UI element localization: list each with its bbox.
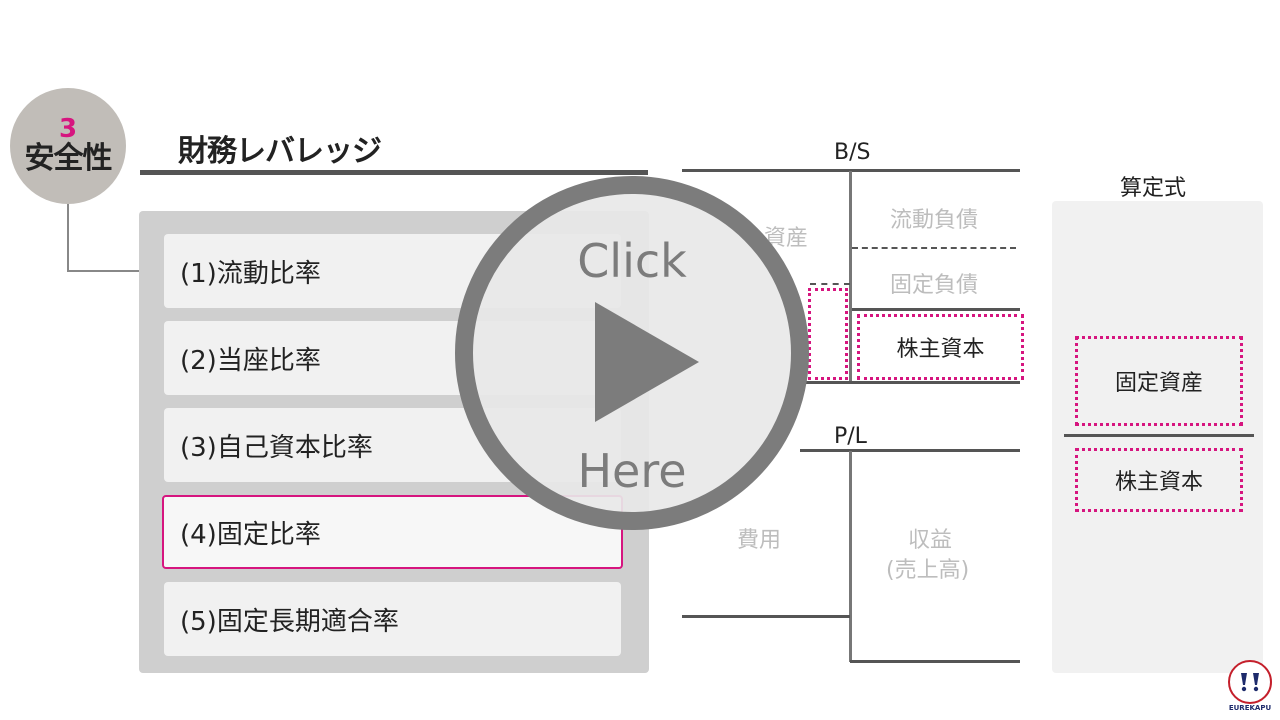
formula-denominator-box: 株主資本 (1075, 448, 1243, 512)
logo-icon (1241, 673, 1259, 692)
pl-heading: P/L (834, 424, 867, 449)
logo-text: EUREKAPU (1228, 704, 1272, 712)
formula-fraction-bar (1064, 434, 1254, 437)
bs-equity-box: 株主資本 (857, 314, 1024, 380)
bs-dashed-separator (810, 283, 850, 285)
section-number: 3 (58, 114, 78, 144)
menu-item-label: (5)固定長期適合率 (180, 606, 399, 637)
bs-fixed-assets-highlight (808, 288, 848, 380)
bs-equity-label: 株主資本 (896, 337, 985, 362)
bs-top-line (682, 169, 1020, 172)
play-here-text: Here (577, 444, 687, 498)
formula-panel (1052, 201, 1263, 673)
pl-bottom-line (850, 660, 1020, 663)
formula-heading: 算定式 (1120, 176, 1187, 201)
formula-numerator-box: 固定資産 (1075, 336, 1243, 426)
play-button[interactable]: Click Here (455, 176, 809, 530)
connector-line (67, 204, 69, 272)
pl-revenue-sub: (売上高) (886, 558, 970, 583)
connector-line (67, 270, 141, 272)
play-click-text: Click (577, 234, 687, 288)
pl-expenses: 費用 (737, 528, 782, 553)
pl-divider (849, 451, 852, 662)
bs-bottom-line (800, 381, 1020, 384)
pl-expense-line (682, 615, 850, 618)
section-badge: 3 安全性 (10, 88, 126, 204)
section-label: 安全性 (24, 141, 113, 176)
play-icon (595, 302, 699, 422)
menu-item-label: (4)固定比率 (180, 519, 321, 550)
title-underline (140, 170, 648, 175)
bs-dashed-separator (852, 247, 1016, 249)
bs-fixed-liabilities: 固定負債 (890, 273, 979, 298)
pl-revenue: 収益 (908, 528, 953, 553)
formula-numerator: 固定資産 (1114, 371, 1203, 396)
menu-item-label: (2)当座比率 (180, 345, 321, 376)
pl-top-line (800, 449, 1020, 452)
menu-item-label: (3)自己資本比率 (180, 432, 373, 463)
bs-current-liabilities: 流動負債 (890, 208, 979, 233)
bs-equity-line (852, 308, 1020, 311)
page-title: 財務レバレッジ (178, 134, 382, 169)
formula-denominator: 株主資本 (1114, 470, 1203, 495)
brand-logo (1228, 660, 1272, 704)
bs-heading: B/S (834, 140, 871, 165)
bs-divider (849, 171, 852, 383)
menu-item-fixed-long-term-ratio[interactable]: (5)固定長期適合率 (164, 582, 621, 656)
menu-item-label: (1)流動比率 (180, 258, 321, 289)
